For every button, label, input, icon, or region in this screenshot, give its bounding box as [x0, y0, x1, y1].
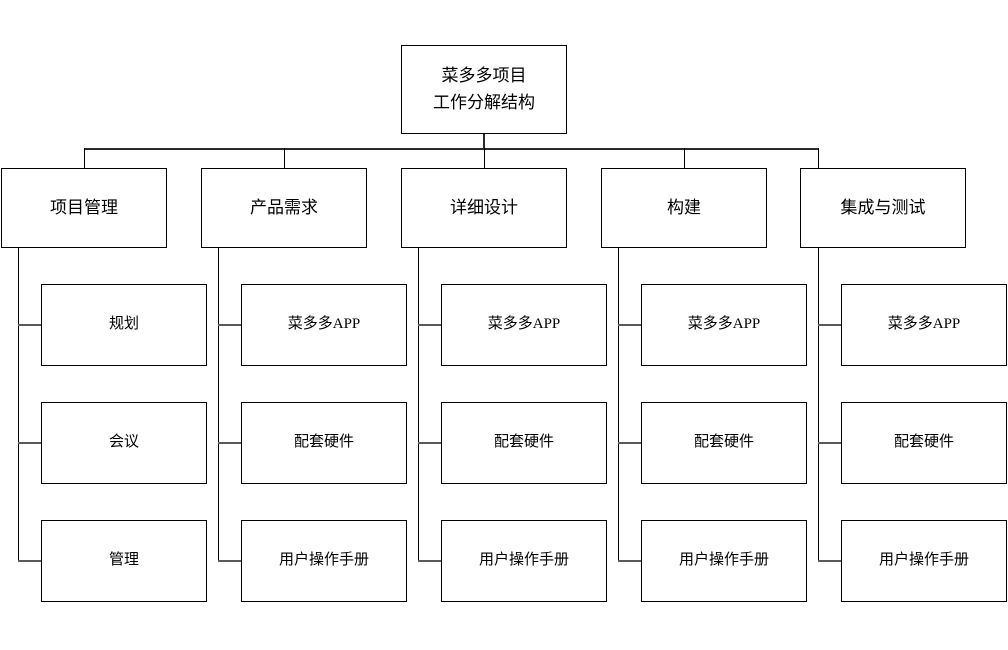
level3-node-4-3-label: 用户操作手册	[678, 552, 769, 569]
level3-node-4-2-label: 配套硬件	[693, 434, 754, 451]
level3-node-2-1-label: 菜多多APP	[287, 316, 361, 333]
connector-stub-5-3	[818, 560, 842, 562]
level3-node-1-3-label: 管理	[108, 552, 139, 569]
connector-bus-drop-2	[284, 148, 285, 168]
connector-root-drop	[483, 134, 485, 150]
connector-stub-1-3	[18, 560, 42, 562]
connector-stub-5-1	[818, 324, 842, 326]
connector-bus-drop-1	[84, 148, 85, 168]
level3-node-3-3[interactable]: 用户操作手册	[441, 520, 607, 602]
level3-node-3-2-label: 配套硬件	[493, 434, 554, 451]
root-node[interactable]: 菜多多项目 工作分解结构	[401, 45, 567, 134]
connector-bus-drop-4	[684, 148, 685, 168]
connector-level2-bus	[84, 148, 819, 150]
level3-node-3-1[interactable]: 菜多多APP	[441, 284, 607, 366]
connector-trunk-4	[618, 248, 619, 561]
connector-stub-3-2	[418, 442, 442, 444]
level2-node-4[interactable]: 构建	[601, 168, 767, 248]
root-node-line-1: 菜多多项目	[441, 66, 527, 86]
connector-bus-drop-3	[484, 148, 485, 168]
connector-trunk-3	[418, 248, 419, 561]
level2-node-2-label: 产品需求	[250, 197, 318, 217]
root-node-line-2: 工作分解结构	[433, 92, 535, 112]
level3-node-5-3-label: 用户操作手册	[878, 552, 969, 569]
connector-stub-4-1	[618, 324, 642, 326]
level3-node-2-1[interactable]: 菜多多APP	[241, 284, 407, 366]
connector-stub-2-3	[218, 560, 242, 562]
connector-stub-5-2	[818, 442, 842, 444]
level3-node-4-2[interactable]: 配套硬件	[641, 402, 807, 484]
connector-stub-2-1	[218, 324, 242, 326]
level2-node-5[interactable]: 集成与测试	[800, 168, 966, 248]
connector-trunk-5	[818, 248, 819, 561]
level3-node-1-2[interactable]: 会议	[41, 402, 207, 484]
level3-node-1-1[interactable]: 规划	[41, 284, 207, 366]
level2-node-1-label: 项目管理	[50, 197, 118, 217]
level2-node-1[interactable]: 项目管理	[1, 168, 167, 248]
level3-node-5-1[interactable]: 菜多多APP	[841, 284, 1007, 366]
connector-trunk-2	[218, 248, 219, 561]
connector-stub-1-2	[18, 442, 42, 444]
level2-node-3-label: 详细设计	[450, 197, 518, 217]
level2-node-4-label: 构建	[667, 197, 701, 217]
level3-node-2-3[interactable]: 用户操作手册	[241, 520, 407, 602]
level2-node-2[interactable]: 产品需求	[201, 168, 367, 248]
level3-node-1-1-label: 规划	[108, 316, 139, 333]
level3-node-3-3-label: 用户操作手册	[478, 552, 569, 569]
connector-stub-1-1	[18, 324, 42, 326]
level3-node-5-3[interactable]: 用户操作手册	[841, 520, 1007, 602]
level3-node-1-3[interactable]: 管理	[41, 520, 207, 602]
connector-stub-4-2	[618, 442, 642, 444]
level2-node-3[interactable]: 详细设计	[401, 168, 567, 248]
level3-node-5-2-label: 配套硬件	[893, 434, 954, 451]
level3-node-3-2[interactable]: 配套硬件	[441, 402, 607, 484]
connector-stub-3-1	[418, 324, 442, 326]
connector-stub-3-3	[418, 560, 442, 562]
level3-node-1-2-label: 会议	[108, 434, 139, 451]
connector-stub-2-2	[218, 442, 242, 444]
level3-node-2-2[interactable]: 配套硬件	[241, 402, 407, 484]
level3-node-5-1-label: 菜多多APP	[887, 316, 961, 333]
level2-node-5-label: 集成与测试	[840, 197, 926, 217]
level3-node-5-2[interactable]: 配套硬件	[841, 402, 1007, 484]
connector-trunk-1	[18, 248, 19, 561]
level3-node-4-1-label: 菜多多APP	[687, 316, 761, 333]
level3-node-4-1[interactable]: 菜多多APP	[641, 284, 807, 366]
connector-stub-4-3	[618, 560, 642, 562]
level3-node-2-2-label: 配套硬件	[293, 434, 354, 451]
level3-node-4-3[interactable]: 用户操作手册	[641, 520, 807, 602]
level3-node-3-1-label: 菜多多APP	[487, 316, 561, 333]
connector-bus-drop-5	[818, 148, 819, 168]
level3-node-2-3-label: 用户操作手册	[278, 552, 369, 569]
